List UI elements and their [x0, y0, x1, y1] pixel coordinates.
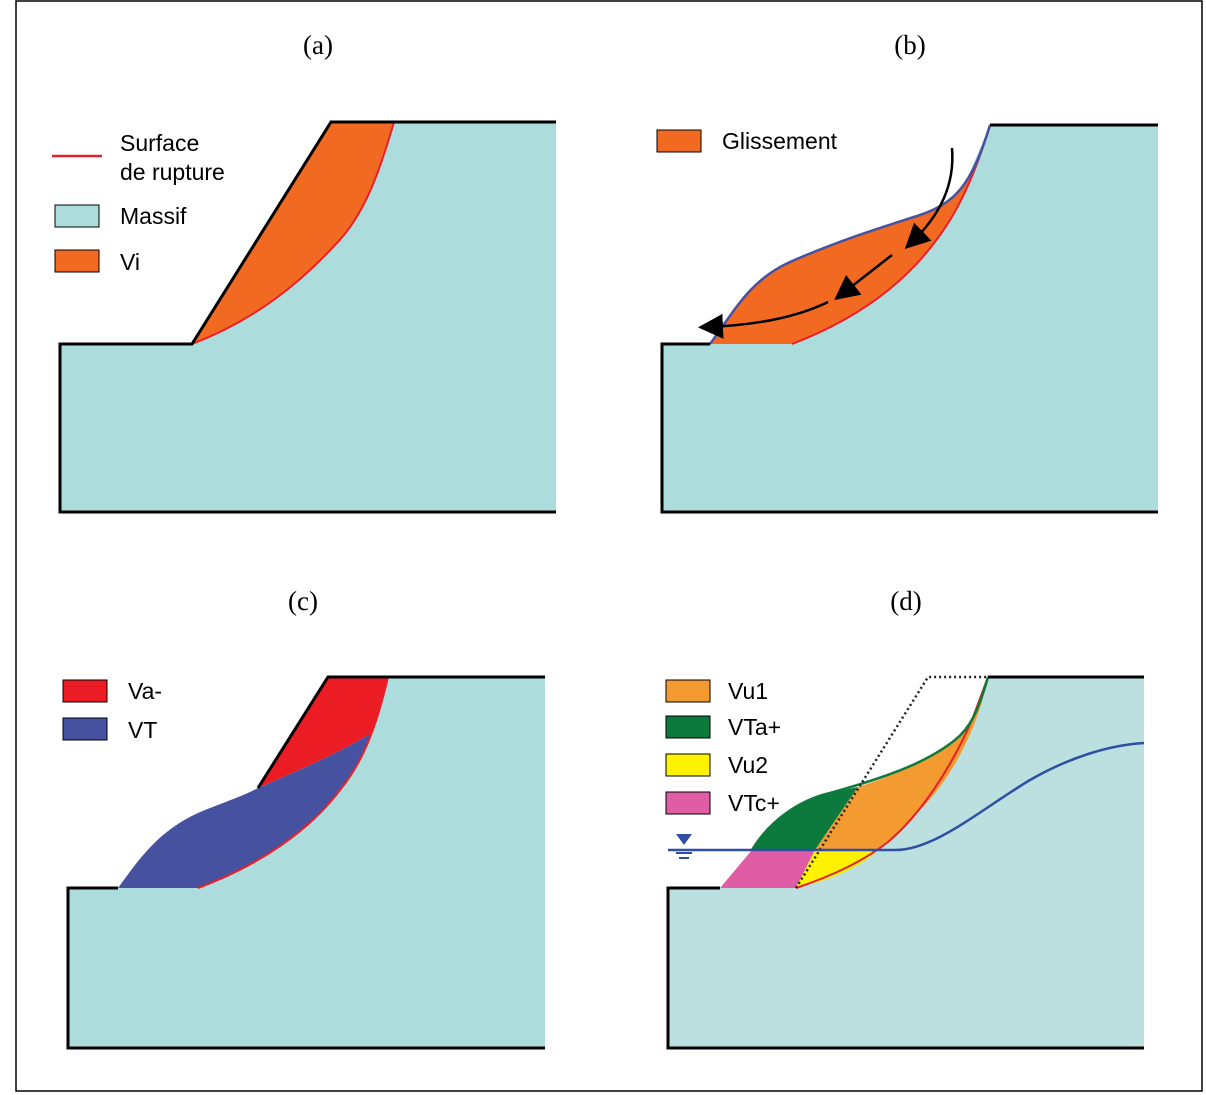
panel-d-massif — [668, 677, 1144, 1048]
panel-a-legend-rupture-line2: de rupture — [120, 159, 225, 185]
water-level-icon — [676, 834, 692, 845]
panel-d-label: (d) — [890, 586, 921, 616]
panel-d-vtc-plus-zone — [720, 850, 815, 888]
panel-c-legend-vt: VT — [128, 717, 157, 743]
panel-a-legend-rupture-line1: Surface — [120, 130, 199, 156]
panel-d-slope-outline — [666, 675, 1144, 1050]
panel-d-vta-plus-swatch — [665, 715, 711, 739]
panel-d: (d) Vu1 VTa+ Vu2 VTc+ — [665, 586, 1145, 1050]
panel-b-ground-surface — [708, 124, 992, 345]
panel-d-vu2-swatch — [665, 753, 711, 777]
panel-c-va-minus-swatch — [62, 679, 108, 703]
panel-a-legend-vi: Vi — [120, 249, 140, 275]
panel-c-label: (c) — [288, 586, 318, 616]
panel-d-legend-vu2: Vu2 — [728, 752, 768, 778]
panel-d-ground-surface — [750, 676, 990, 851]
panel-c-rupture-surface — [197, 676, 389, 889]
panel-a-vi-zone — [192, 122, 394, 344]
panel-c-legend-va-minus: Va- — [128, 678, 162, 704]
panel-b-arrow-upper — [904, 147, 954, 249]
panel-c-va-minus-zone — [258, 677, 388, 788]
panel-a: (a) Surface de rupture Massif Vi — [52, 30, 556, 514]
panel-a-legend-massif: Massif — [120, 203, 187, 229]
panel-d-legend-vu1: Vu1 — [728, 678, 768, 704]
panel-b-arrow-lower — [698, 300, 829, 339]
panel-c-massif — [68, 677, 545, 1048]
panel-d-vu1-swatch — [665, 679, 711, 703]
panel-a-rupture-surface — [191, 121, 395, 345]
panel-b: (b) Glissement — [656, 30, 1158, 514]
panel-c-vt-zone — [118, 677, 388, 888]
panel-c-slope-outline — [66, 675, 545, 1050]
panel-b-massif — [662, 125, 1158, 512]
panel-a-massif — [60, 122, 556, 512]
panel-b-slope-outline — [660, 123, 1158, 514]
panel-b-legend-glissement: Glissement — [722, 128, 838, 154]
panel-b-glissement-swatch — [656, 129, 702, 153]
panel-a-slope-outline — [58, 120, 556, 514]
panel-b-arrow-middle — [834, 254, 893, 301]
panel-d-water-table — [668, 741, 1145, 852]
panel-a-massif-swatch — [54, 204, 100, 228]
panel-d-legend-vtc-plus: VTc+ — [728, 790, 780, 816]
panel-d-legend-vta-plus: VTa+ — [728, 714, 781, 740]
panel-d-rupture-surface — [795, 676, 989, 889]
panel-c: (c) Va- VT — [62, 586, 545, 1050]
panel-d-vta-plus-zone — [752, 787, 858, 850]
panel-d-vtc-plus-swatch — [665, 791, 711, 815]
panel-a-label: (a) — [303, 30, 333, 60]
panel-c-vt-swatch — [62, 717, 108, 741]
panel-d-vu2-zone — [796, 850, 878, 888]
panel-a-vi-swatch — [54, 249, 100, 273]
panel-d-vu1-zone — [815, 677, 988, 850]
figure-frame — [15, 0, 1203, 1092]
panel-b-label: (b) — [894, 30, 925, 60]
panel-b-glissement-mass — [710, 125, 990, 344]
